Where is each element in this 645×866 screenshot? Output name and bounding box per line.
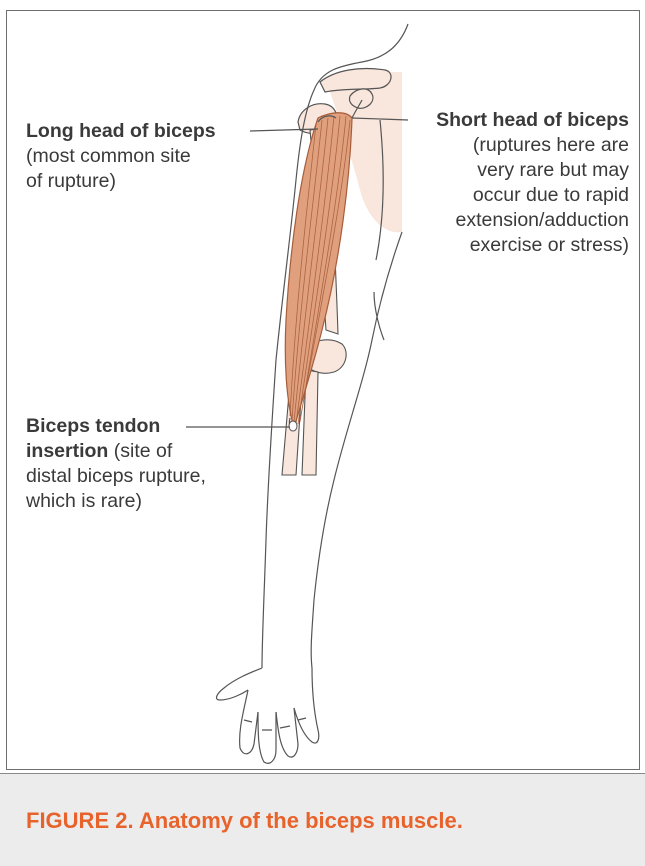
short-head-note-1: (ruptures here are xyxy=(473,134,629,156)
acromion xyxy=(320,69,391,93)
tendon-insertion-label: Biceps tendon insertion (site of distal … xyxy=(26,414,276,514)
tendon-note-2: which is rare) xyxy=(26,490,142,512)
short-head-title: Short head of biceps xyxy=(436,109,629,131)
caption-bar: FIGURE 2. Anatomy of the biceps muscle. xyxy=(0,773,645,866)
tendon-title-1: Biceps tendon xyxy=(26,415,160,437)
short-head-label: Short head of biceps (ruptures here are … xyxy=(369,108,629,258)
short-head-note-5: exercise or stress) xyxy=(470,234,629,256)
long-head-note-2: of rupture) xyxy=(26,170,116,192)
short-head-note-3: occur due to rapid xyxy=(473,184,629,206)
tendon-note-1: distal biceps rupture, xyxy=(26,465,206,487)
figure-caption: FIGURE 2. Anatomy of the biceps muscle. xyxy=(26,808,463,834)
short-head-note-4: extension/adduction xyxy=(456,209,629,231)
hand xyxy=(217,668,319,763)
tendon-note-0: (site of xyxy=(108,440,172,462)
long-head-title: Long head of biceps xyxy=(26,120,216,142)
long-head-label: Long head of biceps (most common site of… xyxy=(26,119,256,194)
short-head-note-2: very rare but may xyxy=(477,159,629,181)
tendon-title-2: insertion xyxy=(26,440,108,462)
insertion-point xyxy=(289,421,297,431)
long-head-note-1: (most common site xyxy=(26,145,191,167)
